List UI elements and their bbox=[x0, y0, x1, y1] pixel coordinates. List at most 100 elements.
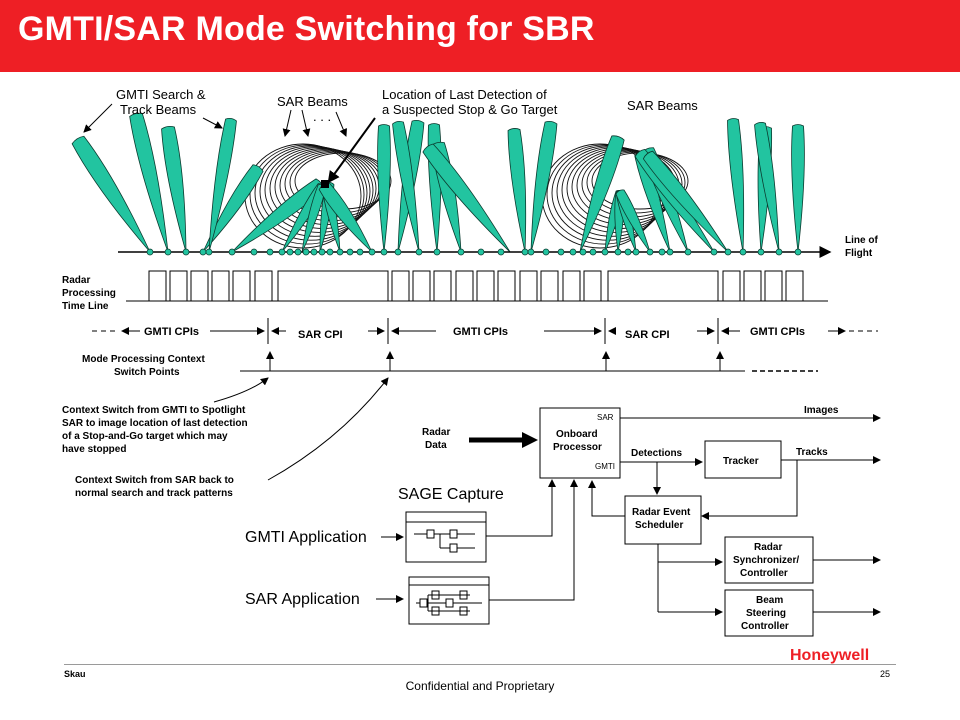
flight-position-dot bbox=[199, 248, 207, 256]
flight-position-dot bbox=[318, 248, 326, 256]
note-gmti-to-sar-3: of a Stop-and-Go target which may bbox=[62, 431, 228, 442]
scheduler-label-1: Radar Event bbox=[632, 507, 691, 518]
cpi-block bbox=[412, 270, 431, 302]
sar-beams-pointer-2 bbox=[301, 109, 311, 137]
last-detection-pointer bbox=[327, 117, 376, 184]
sar-beams-right-label: SAR Beams bbox=[627, 98, 698, 113]
flight-position-dot bbox=[205, 248, 213, 256]
tracks-feedback-arrow bbox=[701, 460, 798, 520]
radar-beam bbox=[202, 164, 264, 253]
cpi-block bbox=[764, 270, 783, 302]
synchronizer-label-2: Synchronizer/ bbox=[733, 555, 799, 566]
last-detection-label-1: Location of Last Detection of bbox=[382, 87, 547, 102]
cpi-block bbox=[743, 270, 762, 302]
cpi-block bbox=[277, 270, 389, 302]
tracker-label: Tracker bbox=[723, 456, 759, 467]
gmti-beams-pointer-right bbox=[202, 117, 223, 129]
scheduler-to-processor-arrow bbox=[588, 480, 625, 517]
sar-footprint-ring bbox=[264, 147, 374, 233]
radar-beam bbox=[392, 120, 420, 253]
flight-position-dot bbox=[624, 248, 632, 256]
flight-position-dot bbox=[250, 248, 258, 256]
flight-position-dot bbox=[497, 248, 505, 256]
flight-position-dot bbox=[228, 248, 236, 256]
beam-steering-label-3: Controller bbox=[741, 621, 789, 632]
switch-label-2: Switch Points bbox=[114, 367, 180, 378]
flight-position-dot bbox=[658, 248, 666, 256]
cpi-block bbox=[190, 270, 209, 302]
flight-position-dot bbox=[589, 248, 597, 256]
flight-position-dot bbox=[757, 248, 765, 256]
radar-beam bbox=[579, 135, 625, 253]
processor-tag-sar: SAR bbox=[597, 413, 614, 422]
sar-footprint-ring bbox=[259, 146, 371, 237]
radar-data-arrow-head bbox=[522, 432, 538, 448]
segment-label-gmti-2: GMTI CPIs bbox=[453, 326, 508, 338]
flight-position-dot bbox=[666, 248, 674, 256]
radar-beam bbox=[530, 120, 558, 253]
gmti-beams-label-1: GMTI Search & bbox=[116, 87, 206, 102]
sar-beams-pointer-3 bbox=[335, 111, 347, 137]
flight-position-dot bbox=[394, 248, 402, 256]
radar-data-label-2: Data bbox=[425, 440, 447, 451]
flight-position-dot bbox=[278, 248, 286, 256]
footer-page-number: 25 bbox=[880, 669, 891, 679]
flight-position-dot bbox=[415, 248, 423, 256]
last-detection-label-2: a Suspected Stop & Go Target bbox=[382, 102, 558, 117]
radar-data-label-1: Radar bbox=[422, 427, 450, 438]
flight-position-dot bbox=[739, 248, 747, 256]
sar-footprint-ring bbox=[254, 145, 368, 241]
cpi-block bbox=[254, 270, 273, 302]
flight-position-dot bbox=[632, 248, 640, 256]
cpi-block bbox=[722, 270, 741, 302]
cpi-block bbox=[232, 270, 251, 302]
processor-label-1: Onboard bbox=[556, 429, 598, 440]
cpi-block bbox=[607, 270, 719, 302]
cpi-block bbox=[540, 270, 559, 302]
flight-position-dot bbox=[527, 248, 535, 256]
segment-label-sar-1: SAR CPI bbox=[298, 329, 343, 341]
flight-position-dot bbox=[266, 248, 274, 256]
title-bar bbox=[0, 0, 960, 72]
target-marker bbox=[321, 180, 329, 188]
note-sar-to-gmti-1: Context Switch from SAR back to bbox=[75, 475, 234, 486]
radar-beam bbox=[615, 189, 651, 253]
cpi-block bbox=[211, 270, 230, 302]
note-gmti-to-sar-4: have stopped bbox=[62, 444, 126, 455]
sar-footprint-ring bbox=[249, 144, 365, 245]
radar-beam bbox=[507, 128, 527, 253]
images-label: Images bbox=[804, 405, 839, 416]
flight-position-dot bbox=[794, 248, 802, 256]
flight-position-dot bbox=[356, 248, 364, 256]
segment-arrows bbox=[121, 318, 846, 344]
flight-position-dot bbox=[579, 248, 587, 256]
radar-beam bbox=[791, 124, 805, 253]
cpi-blocks bbox=[148, 270, 804, 302]
gmti-sage-module bbox=[405, 511, 487, 563]
radar-beam bbox=[642, 150, 729, 253]
radar-beams bbox=[71, 112, 805, 253]
cpi-block bbox=[785, 270, 804, 302]
synchronizer-label-3: Controller bbox=[740, 568, 788, 579]
radar-beam bbox=[754, 122, 780, 253]
cpi-block bbox=[169, 270, 188, 302]
timeline-label-2: Processing bbox=[62, 288, 116, 299]
switch-label-1: Mode Processing Context bbox=[82, 354, 205, 365]
flight-positions bbox=[146, 248, 802, 256]
radar-beam bbox=[161, 125, 187, 253]
detections-label: Detections bbox=[631, 448, 683, 459]
note-gmti-to-sar-2: SAR to image location of last detection bbox=[62, 418, 248, 429]
sage-capture-label: SAGE Capture bbox=[398, 486, 504, 503]
tracker-box bbox=[704, 440, 782, 479]
flight-position-dot bbox=[286, 248, 294, 256]
timeline-label-3: Time Line bbox=[62, 301, 109, 312]
segment-label-gmti-3: GMTI CPIs bbox=[750, 326, 805, 338]
segment-label-sar-2: SAR CPI bbox=[625, 329, 670, 341]
footer-confidential: Confidential and Proprietary bbox=[405, 679, 555, 693]
flight-position-dot bbox=[310, 248, 318, 256]
flight-position-dot bbox=[569, 248, 577, 256]
line-of-flight-label-1: Line of bbox=[845, 235, 878, 246]
cpi-block bbox=[391, 270, 410, 302]
flight-position-dot bbox=[477, 248, 485, 256]
flight-position-dot bbox=[614, 248, 622, 256]
